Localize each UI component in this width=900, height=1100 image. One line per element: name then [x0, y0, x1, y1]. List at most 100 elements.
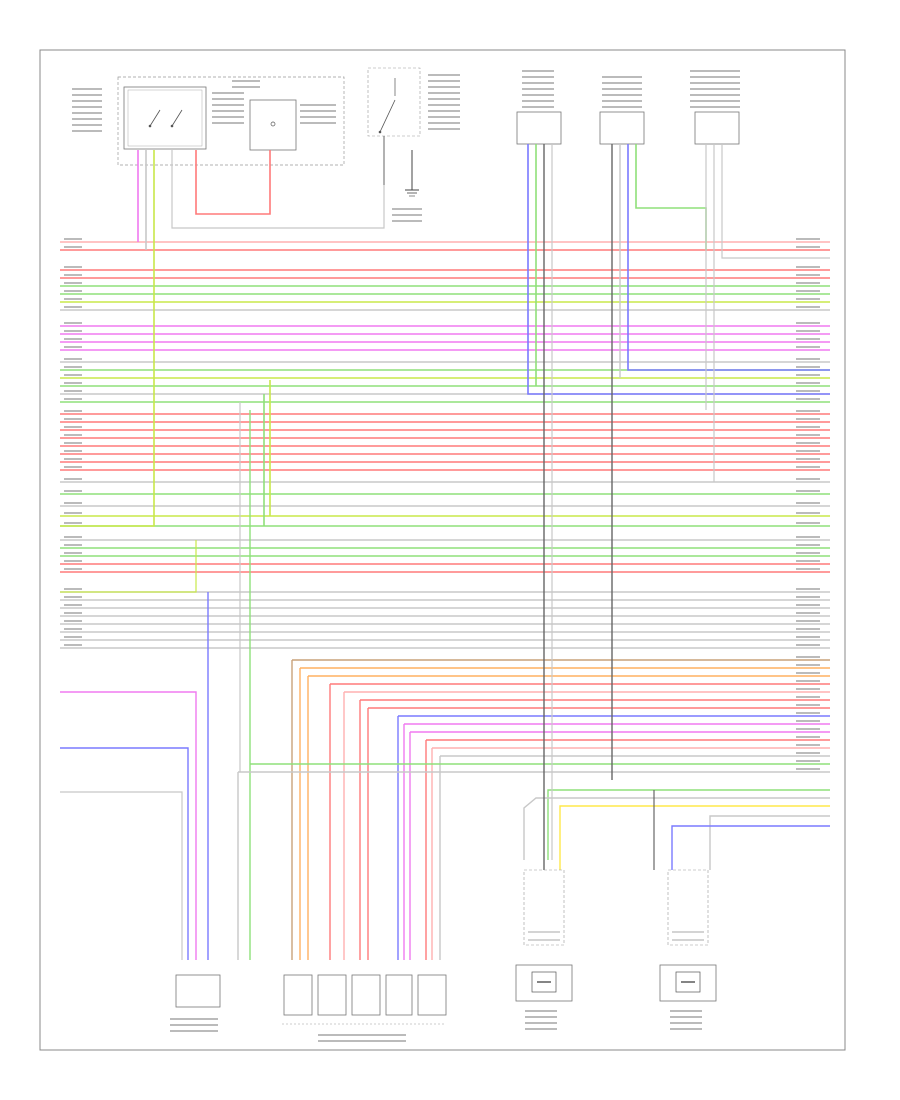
wire-label-right	[796, 274, 820, 276]
wire-label-left	[64, 346, 82, 348]
wire-label-right	[796, 720, 820, 722]
vertical-wire	[60, 150, 155, 527]
wire-label-right	[796, 282, 820, 284]
bus-wire	[60, 747, 189, 960]
right-wire-labels	[796, 238, 820, 770]
wire-label-right	[796, 768, 820, 770]
wire-label-left	[64, 374, 82, 376]
wire-label-right	[796, 760, 820, 762]
wire-label-right	[796, 536, 820, 538]
wire-label-right	[796, 672, 820, 674]
wire-label-right	[796, 238, 820, 240]
wire-label-right	[796, 712, 820, 714]
bus-wire	[709, 815, 830, 870]
wire-label-right	[796, 490, 820, 492]
wire-label-left	[64, 466, 82, 468]
wire-label-left	[64, 522, 82, 524]
bus-wire	[523, 797, 830, 860]
wire-label-left	[64, 596, 82, 598]
injector-connectors	[282, 974, 447, 1025]
wire-label-left	[64, 636, 82, 638]
wire-label-right	[796, 644, 820, 646]
wire-label-right	[796, 728, 820, 730]
wire-label-right	[796, 512, 820, 514]
wire-label-right	[796, 382, 820, 384]
wire-label-right	[796, 752, 820, 754]
wire-label-right	[796, 434, 820, 436]
wire-label-right	[796, 588, 820, 590]
wire-label-right	[796, 696, 820, 698]
wire-label-right	[796, 306, 820, 308]
wire-label-left	[64, 366, 82, 368]
wire-label-left	[64, 544, 82, 546]
wire-label-left	[64, 478, 82, 480]
wire-label-left	[64, 442, 82, 444]
wire-label-right	[796, 290, 820, 292]
wire-label-right	[796, 612, 820, 614]
wire-label-left	[64, 298, 82, 300]
wire-label-left	[64, 644, 82, 646]
oxygen-sensor-left	[515, 869, 573, 1002]
wire-label-right	[796, 398, 820, 400]
wire-label-right	[796, 552, 820, 554]
wire-label-right	[796, 688, 820, 690]
vertical-wire	[171, 150, 385, 229]
wire-label-right	[796, 664, 820, 666]
bus-wire	[547, 789, 830, 860]
top-left-switch-group	[117, 67, 421, 197]
wire-label-right	[796, 466, 820, 468]
vertical-wire	[527, 144, 830, 395]
wire-label-left	[64, 382, 82, 384]
sensor-connector-2	[599, 111, 645, 145]
brake-switch	[367, 67, 421, 137]
top-right-sensors	[516, 111, 740, 145]
wire-label-right	[796, 346, 820, 348]
vertical-wire	[627, 144, 830, 371]
horizontal-wire-bus	[60, 241, 830, 960]
wire-label-right	[796, 246, 820, 248]
wire-label-right	[796, 330, 820, 332]
wire-label-right	[796, 604, 820, 606]
wire-label-left	[64, 418, 82, 420]
vertical-wires	[60, 144, 830, 960]
wire-label-left	[64, 266, 82, 268]
wire-label-right	[796, 450, 820, 452]
wire-label-right	[796, 560, 820, 562]
wire-label-left	[64, 434, 82, 436]
wire-label-right	[796, 426, 820, 428]
wire-label-left	[64, 358, 82, 360]
wire-label-left	[64, 450, 82, 452]
wire-label-left	[64, 512, 82, 514]
vertical-wire	[635, 144, 707, 250]
vertical-wire	[60, 540, 197, 593]
wire-label-right	[796, 680, 820, 682]
bus-wire	[671, 825, 830, 870]
left-wire-labels	[64, 238, 82, 646]
wire-label-left	[64, 552, 82, 554]
wire-label-left	[64, 390, 82, 392]
wire-label-left	[64, 398, 82, 400]
wire-label-right	[796, 744, 820, 746]
wire-label-right	[796, 636, 820, 638]
wire-label-right	[796, 266, 820, 268]
wire-label-right	[796, 374, 820, 376]
oxygen-sensor-right	[659, 869, 717, 1002]
bus-wire	[559, 805, 830, 870]
wire-label-right	[796, 358, 820, 360]
wire-label-right	[796, 442, 820, 444]
wire-label-right	[796, 410, 820, 412]
wire-label-right	[796, 620, 820, 622]
wire-label-left	[64, 274, 82, 276]
wire-label-left	[64, 490, 82, 492]
component-labels	[72, 70, 740, 1042]
wire-label-left	[64, 536, 82, 538]
wire-label-left	[64, 620, 82, 622]
wire-label-left	[64, 246, 82, 248]
bus-wire	[60, 791, 183, 960]
wire-label-left	[64, 290, 82, 292]
wire-label-left	[64, 322, 82, 324]
bottom-sensor-left	[175, 974, 221, 1008]
relay-box	[249, 99, 297, 151]
wire-label-right	[796, 366, 820, 368]
wire-label-right	[796, 502, 820, 504]
